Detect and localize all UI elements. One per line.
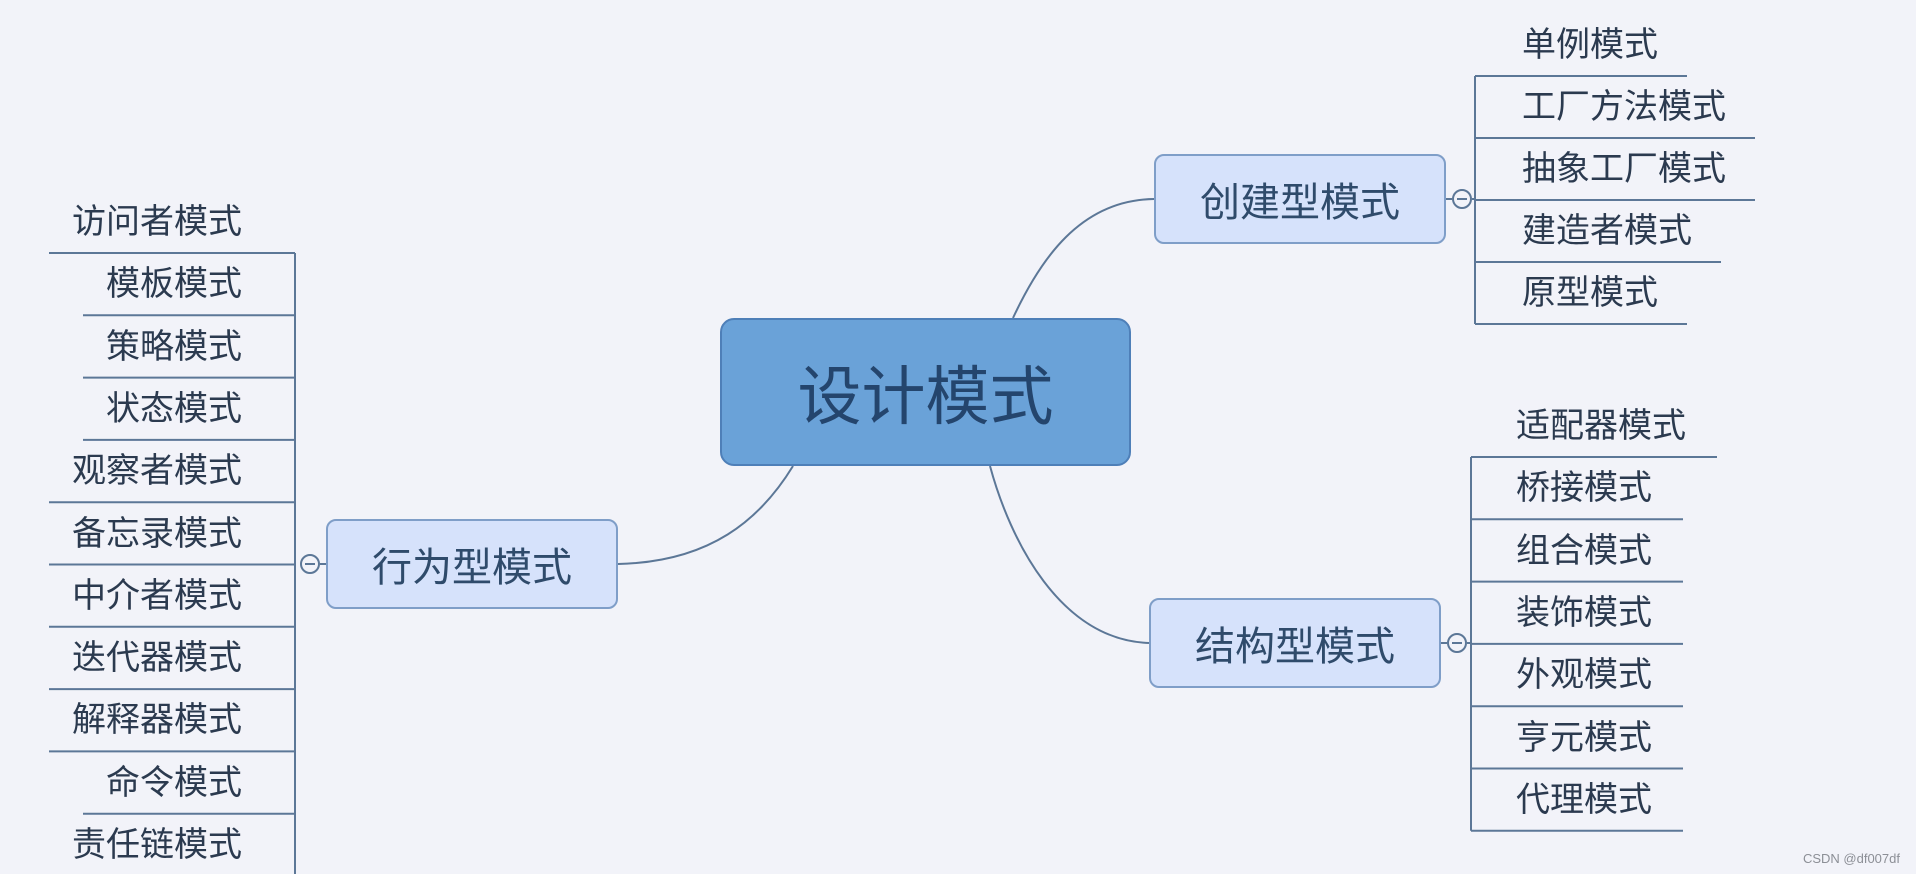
- branch-behavioral[interactable]: 行为型模式: [326, 519, 618, 609]
- leaf-behavioral-3[interactable]: 策略模式: [106, 326, 242, 367]
- leaf-creational-1[interactable]: 单例模式: [1522, 25, 1658, 65]
- collapse-toggle-structural[interactable]: [1447, 633, 1467, 653]
- leaf-behavioral-8[interactable]: 迭代器模式: [72, 638, 242, 679]
- connector-central-creational: [1012, 198, 1155, 319]
- collapse-toggle-creational[interactable]: [1452, 189, 1472, 209]
- leaf-structural-1[interactable]: 适配器模式: [1516, 406, 1686, 446]
- leaf-behavioral-2[interactable]: 模板模式: [106, 264, 242, 305]
- leaf-creational-3[interactable]: 抽象工厂模式: [1522, 149, 1726, 189]
- leaf-structural-6[interactable]: 亨元模式: [1516, 717, 1652, 758]
- leaf-creational-2[interactable]: 工厂方法模式: [1522, 87, 1726, 127]
- leaf-structural-2[interactable]: 桥接模式: [1516, 468, 1652, 509]
- leaf-behavioral-11[interactable]: 责任链模式: [72, 825, 242, 865]
- leaf-structural-7[interactable]: 代理模式: [1516, 779, 1652, 820]
- leaf-creational-5[interactable]: 原型模式: [1522, 273, 1658, 313]
- leaf-creational-4[interactable]: 建造者模式: [1522, 211, 1692, 251]
- leaf-behavioral-5[interactable]: 观察者模式: [72, 451, 242, 492]
- leaf-behavioral-9[interactable]: 解释器模式: [72, 700, 242, 741]
- branch-structural[interactable]: 结构型模式: [1149, 598, 1441, 688]
- leaf-behavioral-7[interactable]: 中介者模式: [72, 575, 242, 616]
- leaf-structural-5[interactable]: 外观模式: [1516, 655, 1652, 696]
- connector-central-behavioral: [617, 465, 794, 565]
- leaf-structural-3[interactable]: 组合模式: [1516, 530, 1652, 571]
- leaf-structural-4[interactable]: 装饰模式: [1516, 592, 1652, 633]
- leaf-behavioral-10[interactable]: 命令模式: [106, 762, 242, 803]
- branch-creational[interactable]: 创建型模式: [1154, 154, 1446, 244]
- connector-central-structural: [989, 465, 1150, 644]
- watermark: CSDN @df007df: [1802, 851, 1900, 866]
- leaf-behavioral-1[interactable]: 访问者模式: [72, 202, 242, 242]
- leaf-behavioral-4[interactable]: 状态模式: [106, 388, 242, 429]
- collapse-toggle-behavioral[interactable]: [300, 554, 320, 574]
- leaf-bracket-lines: [49, 75, 1755, 874]
- leaf-behavioral-6[interactable]: 备忘录模式: [72, 513, 242, 554]
- central-topic[interactable]: 设计模式: [720, 318, 1131, 466]
